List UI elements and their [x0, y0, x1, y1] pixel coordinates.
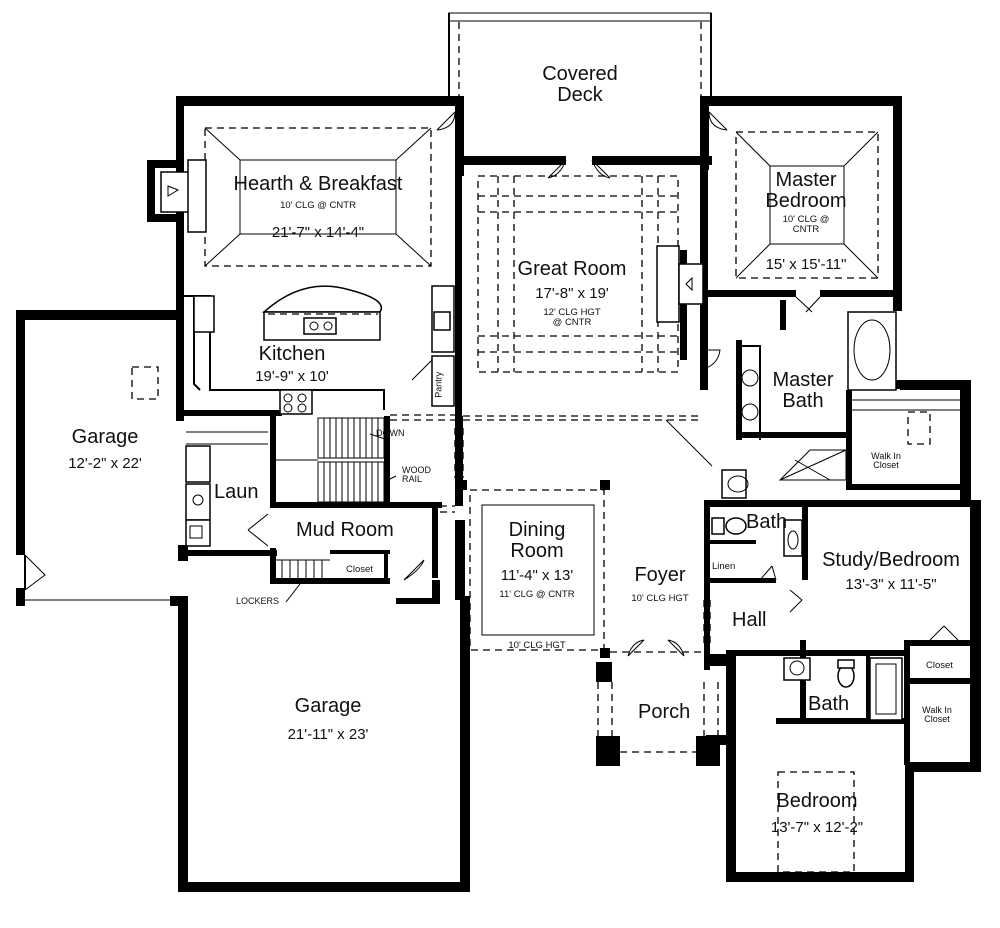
- dining-room-name-line1: Dining: [508, 519, 566, 541]
- bedroom-label: Bedroom 13'-7" x 12'-2": [750, 791, 884, 836]
- linen-label: Linen: [712, 561, 736, 572]
- lockers-label: LOCKERS: [236, 596, 280, 606]
- dining-room-dimensions: 11'-4" x 13': [500, 567, 574, 584]
- great-room-dimensions: 17'-8" x 19': [535, 285, 609, 302]
- walk-in-closet-line1: Walk In: [922, 705, 952, 715]
- covered-deck-outline: [448, 12, 712, 100]
- master-bedroom-ceiling-note-1: 10' CLG @: [782, 214, 830, 225]
- bath-fixtures: [711, 517, 903, 721]
- laundry-fixtures: [185, 431, 268, 547]
- covered-deck-name-line2: Deck: [557, 84, 603, 106]
- dining-room-bottom-note: 10' CLG HGT: [508, 640, 566, 651]
- hall-label: Hall: [732, 609, 767, 631]
- interior-walls: [182, 150, 974, 765]
- down-label: DOWN: [376, 428, 405, 438]
- master-bedroom-name-line1: Master: [775, 169, 837, 191]
- mud-room-label: Mud Room: [296, 519, 394, 541]
- foyer-label: Foyer 10' CLG HGT: [620, 565, 700, 604]
- covered-deck-label: Covered Deck: [530, 64, 630, 106]
- laundry-label: Laun: [214, 481, 259, 503]
- master-bath-label: Master Bath: [758, 370, 848, 412]
- great-room-label: Great Room 17'-8" x 19' 12' CLG HGT @ CN…: [492, 259, 652, 328]
- dining-room-name-line2: Room: [510, 540, 564, 562]
- dining-room-label: Dining Room 11'-4" x 13' 11' CLG @ CNTR: [478, 520, 596, 600]
- exterior-walls: [16, 96, 981, 892]
- great-room-name: Great Room: [517, 258, 627, 280]
- foyer-ceiling-note: 10' CLG HGT: [631, 593, 689, 604]
- foyer-name: Foyer: [634, 564, 686, 586]
- master-bath-name-line1: Master: [772, 369, 834, 391]
- master-bath-fixtures: [721, 311, 960, 499]
- master-walk-in-closet-line1: Walk In: [871, 451, 901, 461]
- master-walk-in-closet-line2: Closet: [873, 460, 899, 471]
- wood-rail-line2: RAIL: [402, 474, 423, 485]
- garage-small-label: Garage 12'-2" x 22': [40, 427, 170, 472]
- mud-closet-label: Closet: [346, 564, 373, 575]
- master-bedroom-ceiling-note-2: CNTR: [792, 223, 820, 235]
- dining-room-ceiling-note: 11' CLG @ CNTR: [499, 588, 575, 600]
- kitchen-dimensions: 19'-9" x 10': [255, 368, 329, 385]
- study-closet-label: Closet: [926, 660, 953, 671]
- study-bedroom-label: Study/Bedroom 13'-3" x 11'-5": [810, 550, 972, 593]
- master-bedroom-label: Master Bedroom 10' CLG @ CNTR: [756, 170, 856, 235]
- garage-large-label: Garage 21'-11" x 23': [248, 696, 408, 743]
- garage-openings: [24, 554, 185, 882]
- pantry-label: Pantry: [433, 371, 444, 398]
- hearth-breakfast-name: Hearth & Breakfast: [233, 173, 403, 195]
- master-bedroom-dimensions: 15' x 15'-11": [765, 256, 847, 273]
- study-bedroom-dimensions: 13'-3" x 11'-5": [845, 576, 937, 593]
- mudroom-lockers: [276, 559, 330, 603]
- master-bath-name-line2: Bath: [782, 390, 824, 412]
- garage-large-name: Garage: [294, 695, 362, 717]
- great-room-ceiling-note-1: 12' CLG HGT: [543, 306, 601, 318]
- master-walk-in-closet-label: Walk In Closet: [866, 451, 906, 471]
- wood-rail-line1: WOOD: [402, 465, 431, 475]
- garage-small-name: Garage: [71, 426, 139, 448]
- hearth-breakfast-dimensions: 21'-7" x 14'-4": [271, 223, 365, 241]
- bath-upper-label: Bath: [746, 511, 788, 533]
- walk-in-closet-line2: Closet: [924, 714, 950, 725]
- walk-in-closet-label: Walk In Closet: [914, 705, 960, 725]
- garage-small-dimensions: 12'-2" x 22': [68, 455, 142, 472]
- wood-rail-label: WOOD RAIL: [402, 465, 431, 485]
- study-bedroom-name: Study/Bedroom: [822, 549, 960, 571]
- garage-large-dimensions: 21'-11" x 23': [287, 726, 369, 743]
- kitchen-name: Kitchen: [258, 343, 326, 365]
- hearth-breakfast-label: Hearth & Breakfast 10' CLG @ CNTR 21'-7"…: [208, 174, 428, 241]
- bedroom-dimensions: 13'-7" x 12'-2": [770, 819, 864, 836]
- hearth-breakfast-ceiling-note: 10' CLG @ CNTR: [280, 200, 356, 211]
- kitchen-fixtures: [160, 159, 704, 415]
- doors: [247, 111, 959, 657]
- staircase: [276, 417, 397, 503]
- bedroom-name: Bedroom: [776, 790, 858, 812]
- kitchen-label: Kitchen 19'-9" x 10': [236, 344, 348, 385]
- great-room-ceiling-note-2: @ CNTR: [552, 316, 592, 328]
- porch-label: Porch: [638, 701, 691, 723]
- bath-lower-label: Bath: [808, 693, 850, 715]
- cased-openings: [390, 414, 800, 653]
- master-bedroom-name-line2: Bedroom: [765, 190, 847, 212]
- covered-deck-name-line1: Covered: [542, 63, 618, 85]
